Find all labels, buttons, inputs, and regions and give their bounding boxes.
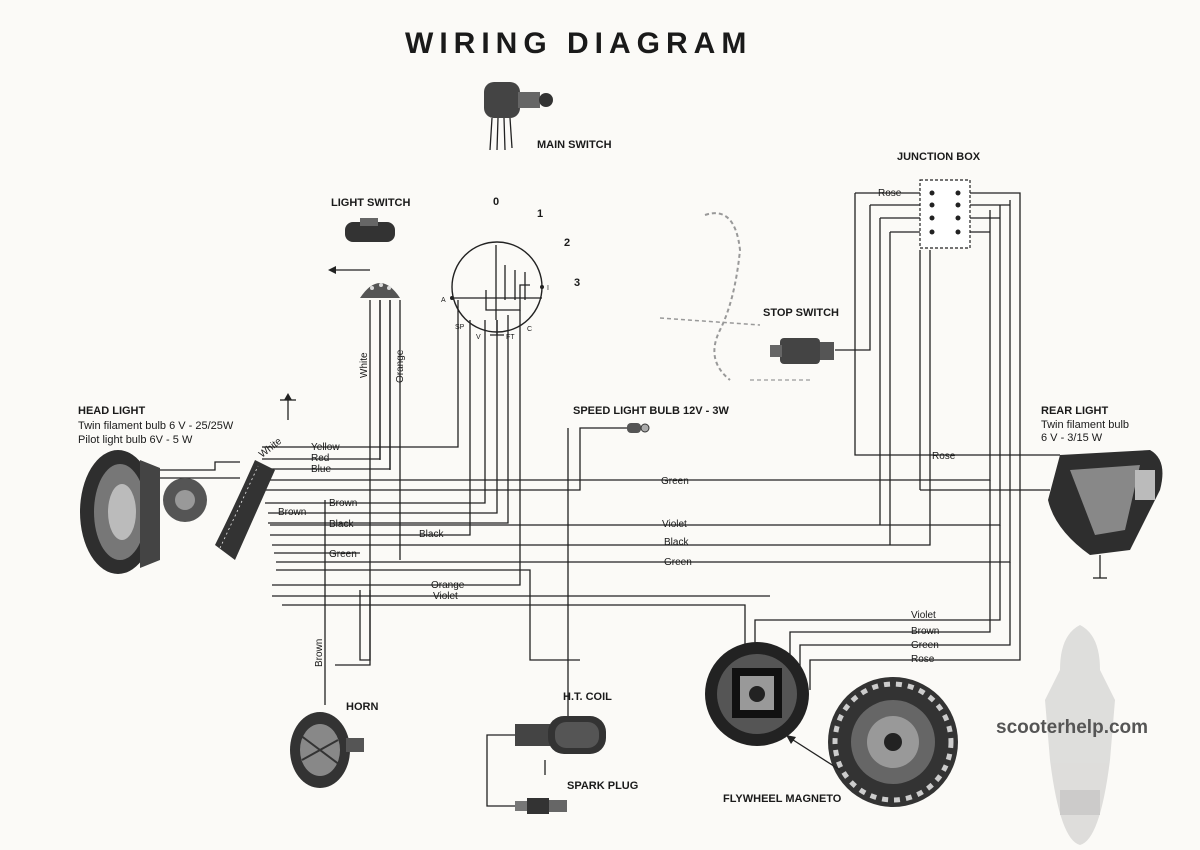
wire-label-green-top: Green [661,476,689,487]
rear-light-spec-2: 6 V - 3/15 W [1041,432,1103,444]
stator-plate-icon [705,642,809,746]
terminal-sp: SP [455,324,465,331]
wire-label-green-1: Green [329,549,357,560]
main-switch-icon [484,82,553,151]
ht-coil-icon [515,716,606,754]
terminal-c: C [527,326,532,333]
wire-label-blue: Blue [311,464,331,475]
wire-label-rose-rear: Rose [932,451,956,462]
rear-light-icon [1048,450,1163,555]
wire-label-violet-mid: Violet [662,519,687,530]
ignition-switch-diagram [450,241,544,336]
wire-label-green-mid: Green [664,557,692,568]
terminal-v: V [476,334,481,341]
wire-label-red: Red [311,453,329,464]
wire-label-rose-junction: Rose [878,188,902,199]
wire-label-black-mid: Black [664,537,689,548]
junction-box-icon [919,179,971,249]
horn-label: HORN [346,701,378,713]
main-switch-label: MAIN SWITCH [537,139,612,151]
head-light-icon [80,450,207,574]
wire-label-brown-2: Brown [278,507,306,518]
wire-label-magneto-rose: Rose [911,654,935,665]
rear-light-spec-1: Twin filament bulb [1041,419,1129,431]
horn-icon [290,712,364,788]
brake-pedal-sketch [659,212,810,381]
wire-label-violet-bus: Violet [433,591,458,602]
wire-network [150,192,1107,807]
scooter-silhouette-icon [1045,625,1115,845]
light-switch-label: LIGHT SWITCH [331,197,410,209]
terminal-i: I [547,285,549,292]
stop-switch-icon [770,338,834,364]
wire-label-orange-bus: Orange [431,580,465,591]
switch-position-1: 1 [537,208,543,220]
wire-label-white-diagonal: White [257,436,284,461]
switch-position-3: 3 [574,277,580,289]
wire-label-brown-1: Brown [329,498,357,509]
spark-plug-label: SPARK PLUG [567,780,638,792]
page-title: WIRING DIAGRAM [405,27,752,60]
flywheel-icon [828,677,958,807]
head-light-label: HEAD LIGHT [78,405,146,417]
wire-label-magneto-green: Green [911,640,939,651]
speed-light-label: SPEED LIGHT BULB 12V - 3W [573,405,729,417]
wire-label-orange: Orange [395,349,406,383]
wire-label-magneto-brown: Brown [911,626,939,637]
connector-block-icon [215,460,275,560]
watermark: scooterhelp.com [996,717,1148,738]
terminal-ft: FT [506,334,515,341]
ht-coil-label: H.T. COIL [563,691,612,703]
head-light-spec-1: Twin filament bulb 6 V - 25/25W [78,420,234,432]
wire-label-magneto-violet: Violet [911,610,936,621]
flywheel-magneto-label: FLYWHEEL MAGNETO [723,793,842,805]
wire-label-horn-brown: Brown [314,639,325,667]
wire-label-black-1: Black [329,519,354,530]
terminal-a: A [441,297,446,304]
junction-box-label: JUNCTION BOX [897,151,981,163]
switch-position-2: 2 [564,237,570,249]
light-switch-icon [345,218,400,298]
rear-light-label: REAR LIGHT [1041,405,1109,417]
head-light-spec-2: Pilot light bulb 6V - 5 W [78,434,193,446]
wire-label-white: White [359,352,370,378]
wire-label-yellow: Yellow [311,442,340,453]
wire-label-black-2: Black [419,529,444,540]
speed-light-bulb-icon [627,423,650,433]
switch-position-0: 0 [493,196,499,208]
spark-plug-icon [515,798,567,814]
stop-switch-label: STOP SWITCH [763,307,839,319]
